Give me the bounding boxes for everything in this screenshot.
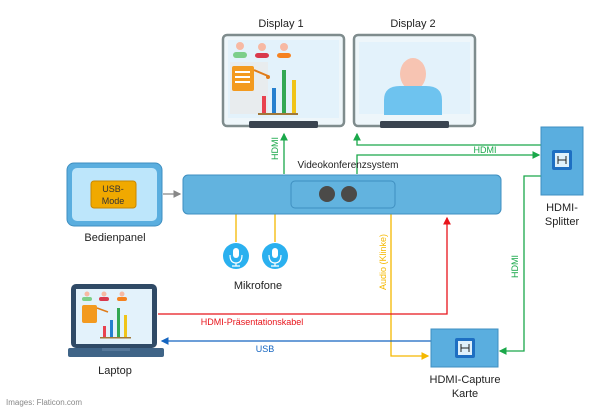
- hdmi-label-display1: HDMI: [270, 137, 280, 160]
- hdmi-line-splitter-to-capture: [498, 175, 541, 355]
- microphones-label: Mikrofone: [234, 280, 282, 292]
- connections: [158, 132, 541, 360]
- usb-mode-line2: Mode: [102, 196, 125, 206]
- hdmi-label-splitter: HDMI: [474, 145, 497, 155]
- laptop: Laptop: [68, 284, 164, 377]
- presentation-chart-icon: [232, 66, 298, 115]
- microphone-icon: [262, 243, 288, 269]
- hdmi-label-capture: HDMI: [510, 255, 520, 278]
- presentation-chart-icon: [82, 291, 131, 339]
- display2-stand: [380, 121, 449, 128]
- usb-mode-button[interactable]: USB- Mode: [90, 180, 137, 209]
- microphones: Mikrofone: [223, 243, 288, 292]
- capture-label-line1: HDMI-Capture: [430, 374, 501, 386]
- display1-stand: [249, 121, 318, 128]
- audio-line: [390, 214, 430, 360]
- display-2: Display 2: [352, 18, 477, 128]
- display2-label: Display 2: [390, 18, 435, 30]
- camera-lens-icon: [341, 186, 357, 202]
- usb-label: USB: [256, 344, 275, 354]
- microphone-icon: [223, 243, 249, 269]
- audio-label: Audio (Klinke): [378, 234, 388, 290]
- chip-icon: [455, 338, 475, 358]
- presentation-label: HDMI-Präsentationskabel: [201, 317, 304, 327]
- camera-lens-icon: [319, 186, 335, 202]
- video-system-label: Videokonferenzsystem: [298, 160, 399, 171]
- splitter-label-line2: Splitter: [545, 216, 580, 228]
- hdmi-line-system-to-splitter: [356, 151, 541, 174]
- hdmi-splitter: HDMI- Splitter: [540, 126, 584, 228]
- presentation-line: [158, 216, 451, 315]
- display-1: Display 1: [221, 18, 346, 128]
- display1-label: Display 1: [258, 18, 303, 30]
- control-panel: USB- Mode Bedienpanel: [66, 162, 163, 244]
- splitter-label-line1: HDMI-: [546, 202, 578, 214]
- control-panel-label: Bedienpanel: [84, 232, 145, 244]
- capture-label-line2: Karte: [452, 388, 478, 400]
- hdmi-capture-card: HDMI-Capture Karte: [430, 328, 501, 400]
- usb-mode-line1: USB-: [102, 184, 124, 194]
- hdmi-line-splitter-to-display2: [353, 132, 541, 146]
- chip-icon: [552, 150, 572, 170]
- image-credit: Images: Flaticon.com: [6, 398, 82, 407]
- laptop-label: Laptop: [98, 365, 132, 377]
- video-conference-system: Videokonferenzsystem: [182, 160, 502, 215]
- person-icon: [384, 58, 442, 115]
- audience-icon: [233, 42, 291, 58]
